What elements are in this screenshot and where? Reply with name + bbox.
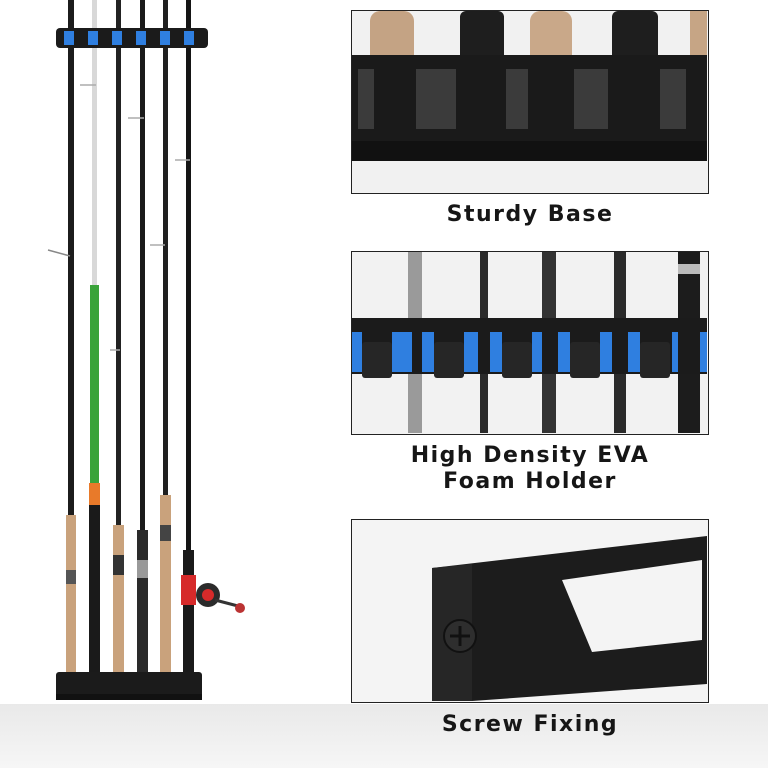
caption-sturdy-base: Sturdy Base — [446, 202, 614, 227]
caption-eva-foam-line2: Foam Holder — [443, 469, 617, 494]
rack-base — [56, 672, 202, 700]
screw-icon — [443, 619, 477, 653]
caption-screw-fixing: Screw Fixing — [441, 712, 619, 737]
rod-rack-illustration — [47, 0, 245, 700]
top-holder — [56, 28, 208, 48]
caption-eva-foam: High Density EVA Foam Holder — [351, 443, 709, 495]
panel-screw-fixing — [351, 519, 709, 703]
caption-eva-foam-line1: High Density EVA — [410, 443, 650, 468]
floor-background — [0, 704, 768, 768]
fishing-rods — [47, 0, 245, 690]
panel-eva-foam — [351, 251, 709, 435]
foam-closeup-illustration — [352, 252, 707, 433]
panel-sturdy-base — [351, 10, 709, 194]
reel-icon — [196, 583, 245, 613]
base-closeup-illustration — [352, 11, 707, 192]
screw-closeup-illustration — [352, 520, 707, 701]
rod-rack-photo — [0, 0, 320, 768]
